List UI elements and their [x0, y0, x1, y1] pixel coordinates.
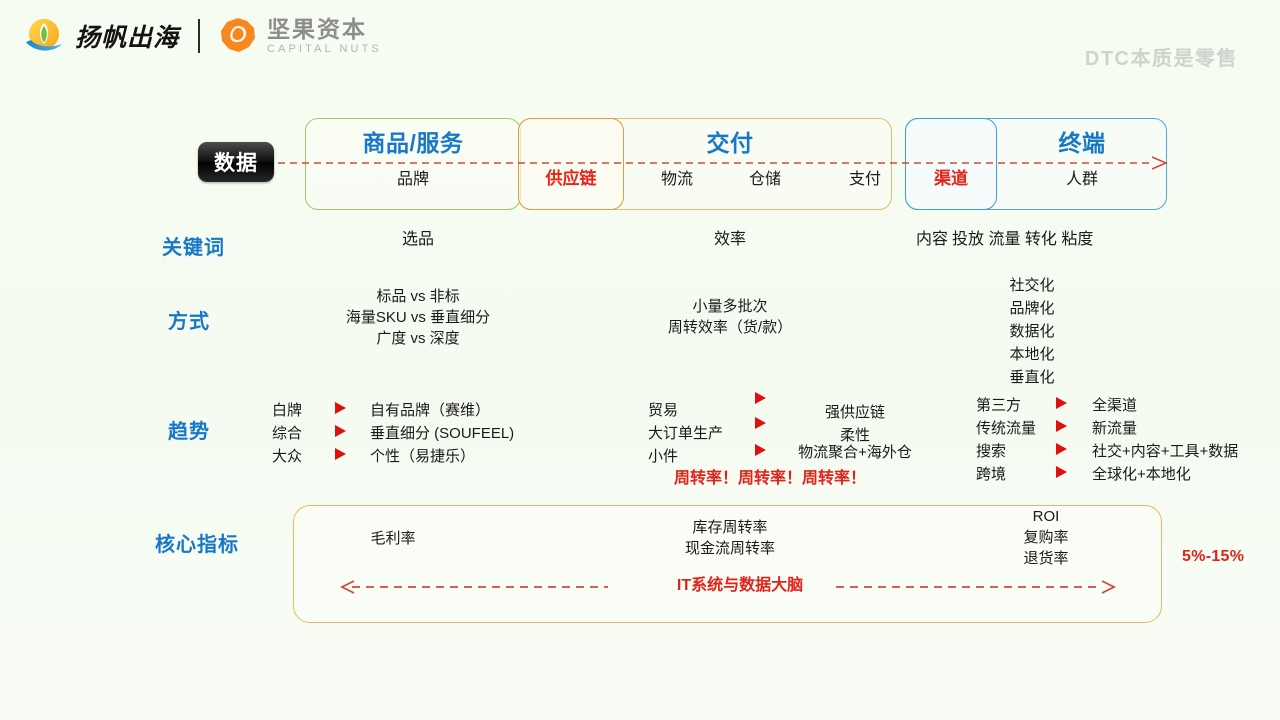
capital-nuts-name-en: CAPITAL NUTS: [267, 42, 382, 55]
metric-terminal-1: ROI: [1032, 508, 1060, 525]
trend-delivery-to-3: 物流聚合+海外仓: [798, 444, 912, 461]
trend-product-from-1: 白牌: [272, 402, 303, 419]
trend-arrow-icon: [335, 448, 346, 460]
metrics-arrow-right-icon: [836, 580, 1117, 594]
chain-sub-payment: 支付: [848, 171, 881, 188]
method-terminal-2: 品牌化: [1009, 300, 1055, 317]
core-metrics-box: [293, 505, 1162, 623]
chain-sub-logistics: 物流: [660, 171, 693, 188]
trend-delivery-note: 周转率！周转率！周转率！: [673, 470, 866, 487]
trend-product-from-2: 综合: [272, 425, 303, 442]
value-chain-diagram: 商品/服务 交付 终端 品牌 物流 仓储 支付 人群 供应链 渠道: [0, 118, 1280, 210]
keyword-terminal-rest: 投放 流量 转化 粘度: [952, 231, 1094, 248]
trend-arrow-icon: [335, 425, 346, 437]
metric-product-1: 毛利率: [370, 530, 416, 547]
metric-terminal-3: 退货率: [1023, 550, 1069, 567]
trend-terminal-to-4: 全球化+本地化: [1092, 466, 1191, 483]
chain-sub-supply-chain: 供应链: [545, 169, 597, 188]
trend-arrow-icon: [335, 402, 346, 414]
capital-nuts-name-cn: 坚果资本: [267, 15, 368, 42]
method-product-2: 海量SKU vs 垂直细分: [345, 309, 491, 326]
method-product-3: 广度 vs 深度: [376, 330, 460, 347]
chain-title-product: 商品/服务: [362, 130, 464, 156]
metrics-percent-range: 5%-15%: [1182, 548, 1245, 565]
keyword-delivery: 效率: [713, 231, 746, 248]
trend-product-from-3: 大众: [272, 448, 303, 465]
keyword-terminal-content: 内容: [916, 231, 949, 248]
trend-delivery-from-1: 贸易: [648, 402, 679, 419]
yangfan-chuhai-logo-icon: [22, 14, 66, 58]
trend-terminal-from-1: 第三方: [976, 397, 1022, 414]
trend-arrow-icon: [1056, 420, 1067, 432]
chain-title-delivery: 交付: [706, 130, 754, 156]
metric-delivery-2: 现金流周转率: [684, 540, 775, 557]
chain-sub-warehouse: 仓储: [748, 171, 781, 188]
chain-sub-channel: 渠道: [934, 169, 968, 188]
keyword-terminal-group: 内容投放 流量 转化 粘度: [916, 229, 1093, 252]
trend-terminal-from-3: 搜索: [976, 443, 1007, 460]
chain-title-terminal: 终端: [1058, 130, 1106, 156]
chain-box-product: [305, 118, 521, 210]
trend-product-to-2: 垂直细分 (SOUFEEL): [370, 425, 515, 442]
capital-nuts-logo-text: 坚果资本 CAPITAL NUTS: [267, 15, 382, 55]
trend-arrow-icon: [1056, 443, 1067, 455]
chain-sub-brand: 品牌: [396, 171, 429, 188]
chain-box-supply-chain: [518, 118, 624, 210]
trend-terminal-from-4: 跨境: [976, 466, 1007, 483]
metrics-arrow-left-icon: [340, 580, 608, 594]
method-product-1: 标品 vs 非标: [376, 288, 460, 305]
method-terminal-3: 数据化: [1009, 323, 1055, 340]
row-label-core-metrics: 核心指标: [155, 534, 239, 556]
deck-title: DTC本质是零售: [1084, 48, 1238, 70]
trend-arrow-icon: [1056, 466, 1067, 478]
method-terminal-5: 垂直化: [1009, 369, 1055, 386]
method-terminal-4: 本地化: [1009, 346, 1055, 363]
method-terminal-1: 社交化: [1009, 277, 1055, 294]
trend-terminal-from-2: 传统流量: [976, 420, 1037, 437]
row-label-trends: 趋势: [168, 421, 210, 443]
data-badge: 数据: [198, 142, 274, 182]
method-delivery-2: 周转效率（货/款）: [667, 319, 793, 336]
chain-sub-audience: 人群: [1065, 171, 1098, 188]
yangfan-chuhai-logo-text: 扬帆出海: [75, 24, 180, 52]
trend-delivery-from-3: 小件: [648, 448, 679, 465]
keyword-product: 选品: [401, 231, 434, 248]
trend-delivery-to-2: 柔性: [839, 427, 870, 444]
row-label-methods: 方式: [168, 311, 210, 333]
trend-terminal-to-2: 新流量: [1092, 420, 1138, 437]
logo-group: 扬帆出海 坚果资本 CAPITAL NUTS: [22, 14, 382, 58]
logo-divider: [198, 19, 201, 53]
row-label-keywords: 关键词: [162, 237, 225, 259]
trend-delivery-from-2: 大订单生产: [648, 425, 724, 442]
capital-nuts-logo-icon: [218, 16, 258, 56]
trend-terminal-to-3: 社交+内容+工具+数据: [1092, 443, 1239, 460]
metric-terminal-2: 复购率: [1023, 529, 1069, 546]
trend-product-to-3: 个性（易捷乐）: [370, 448, 476, 465]
trend-delivery-to-1: 强供应链: [824, 404, 885, 421]
trend-arrow-icon: [755, 444, 766, 456]
trend-arrow-icon: [755, 417, 766, 429]
chain-box-channel: [905, 118, 997, 210]
metric-delivery-1: 库存周转率: [692, 519, 768, 536]
method-delivery-1: 小量多批次: [692, 298, 768, 315]
metrics-center-note: IT系统与数据大脑: [676, 577, 804, 594]
trend-terminal-to-1: 全渠道: [1092, 397, 1138, 414]
chain-flow-arrow-icon: [278, 156, 1168, 170]
trend-arrow-icon: [755, 392, 766, 404]
trend-product-to-1: 自有品牌（赛维）: [370, 402, 491, 419]
trend-arrow-icon: [1056, 397, 1067, 409]
slide-header: 扬帆出海 坚果资本 CAPITAL NUTS DTC本质是零售: [0, 0, 1280, 78]
